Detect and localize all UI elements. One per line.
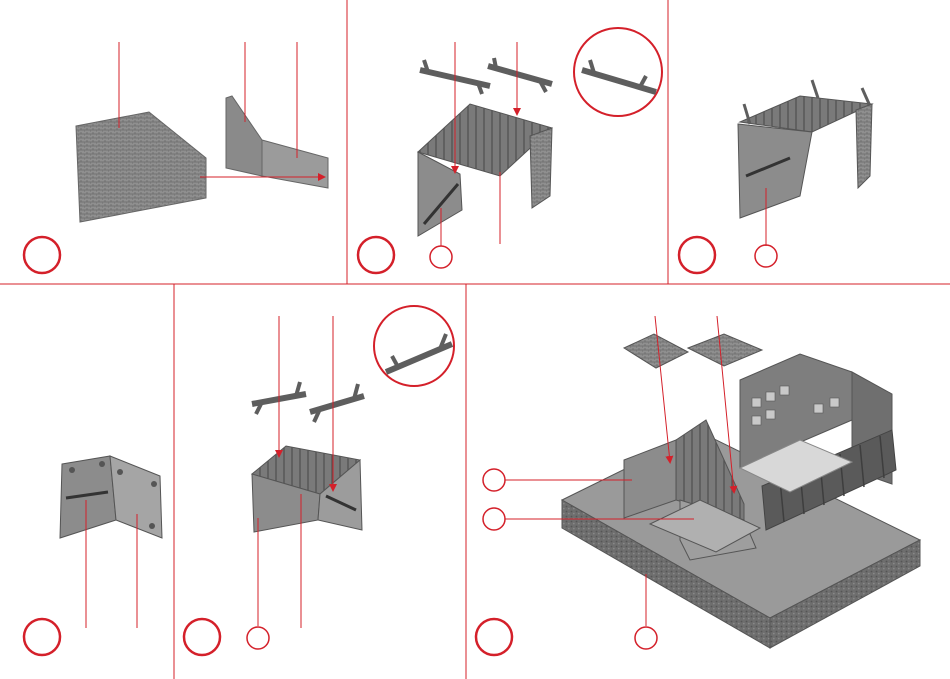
roof-frame-right-wall	[856, 104, 872, 188]
roof-frame-left-wall	[738, 124, 812, 218]
step-3-panel	[679, 80, 872, 273]
leader-arrow	[655, 316, 670, 462]
roof-beam	[310, 384, 364, 422]
part-callout-circle	[483, 469, 505, 491]
corner-wall-left	[226, 96, 262, 176]
part-callout-circle	[483, 508, 505, 530]
step-2-panel	[358, 28, 662, 273]
corner-wall-right	[262, 140, 328, 188]
brick-gable-wall	[76, 112, 206, 222]
step-number-circle	[476, 619, 512, 655]
roof-tile-sheet	[624, 334, 688, 368]
step-1-panel	[24, 42, 328, 273]
step-number-circle	[24, 619, 60, 655]
step-5-panel	[184, 306, 454, 655]
step-number-circle	[679, 237, 715, 273]
part-callout-circle	[635, 627, 657, 649]
roof-tile-sheet	[688, 334, 762, 366]
roof-beam	[488, 58, 552, 92]
part-callout-circle	[430, 246, 452, 268]
step-number-circle	[24, 237, 60, 273]
part-callout-circle	[755, 245, 777, 267]
step-4-panel	[24, 456, 162, 655]
part-callout-circle	[247, 627, 269, 649]
step-number-circle	[184, 619, 220, 655]
step-number-circle	[358, 237, 394, 273]
step-6-panel	[476, 316, 920, 655]
roof-frame-right-wall	[530, 128, 552, 208]
